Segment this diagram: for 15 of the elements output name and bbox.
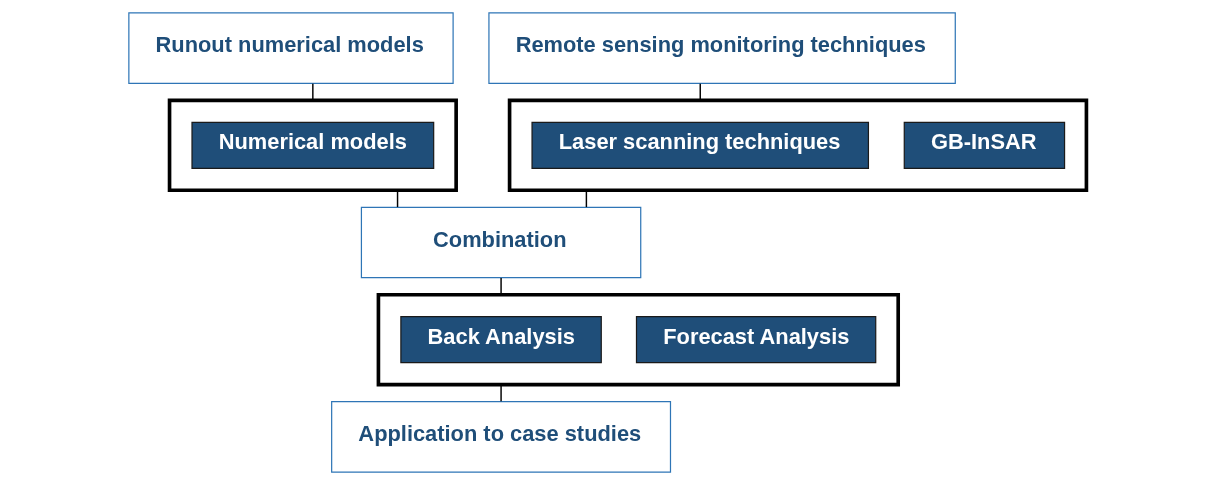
node-box: Forecast Analysis [635,315,877,364]
node-box: Laser scanning techniques [531,121,870,170]
cluster [376,292,900,387]
node-box: Numerical models [191,121,435,170]
cluster [507,98,1089,193]
cluster [167,98,458,193]
connector [500,277,502,296]
node-box: GB-InSAR [903,121,1066,170]
node-box: Combination [360,206,642,279]
node-box: Back Analysis [400,315,602,364]
node-box: Application to case studies [331,401,672,473]
connector [312,83,314,102]
connector [500,383,502,403]
node-box: Remote sensing monitoring techniques [488,12,956,84]
node-box: Runout numerical models [128,12,454,84]
